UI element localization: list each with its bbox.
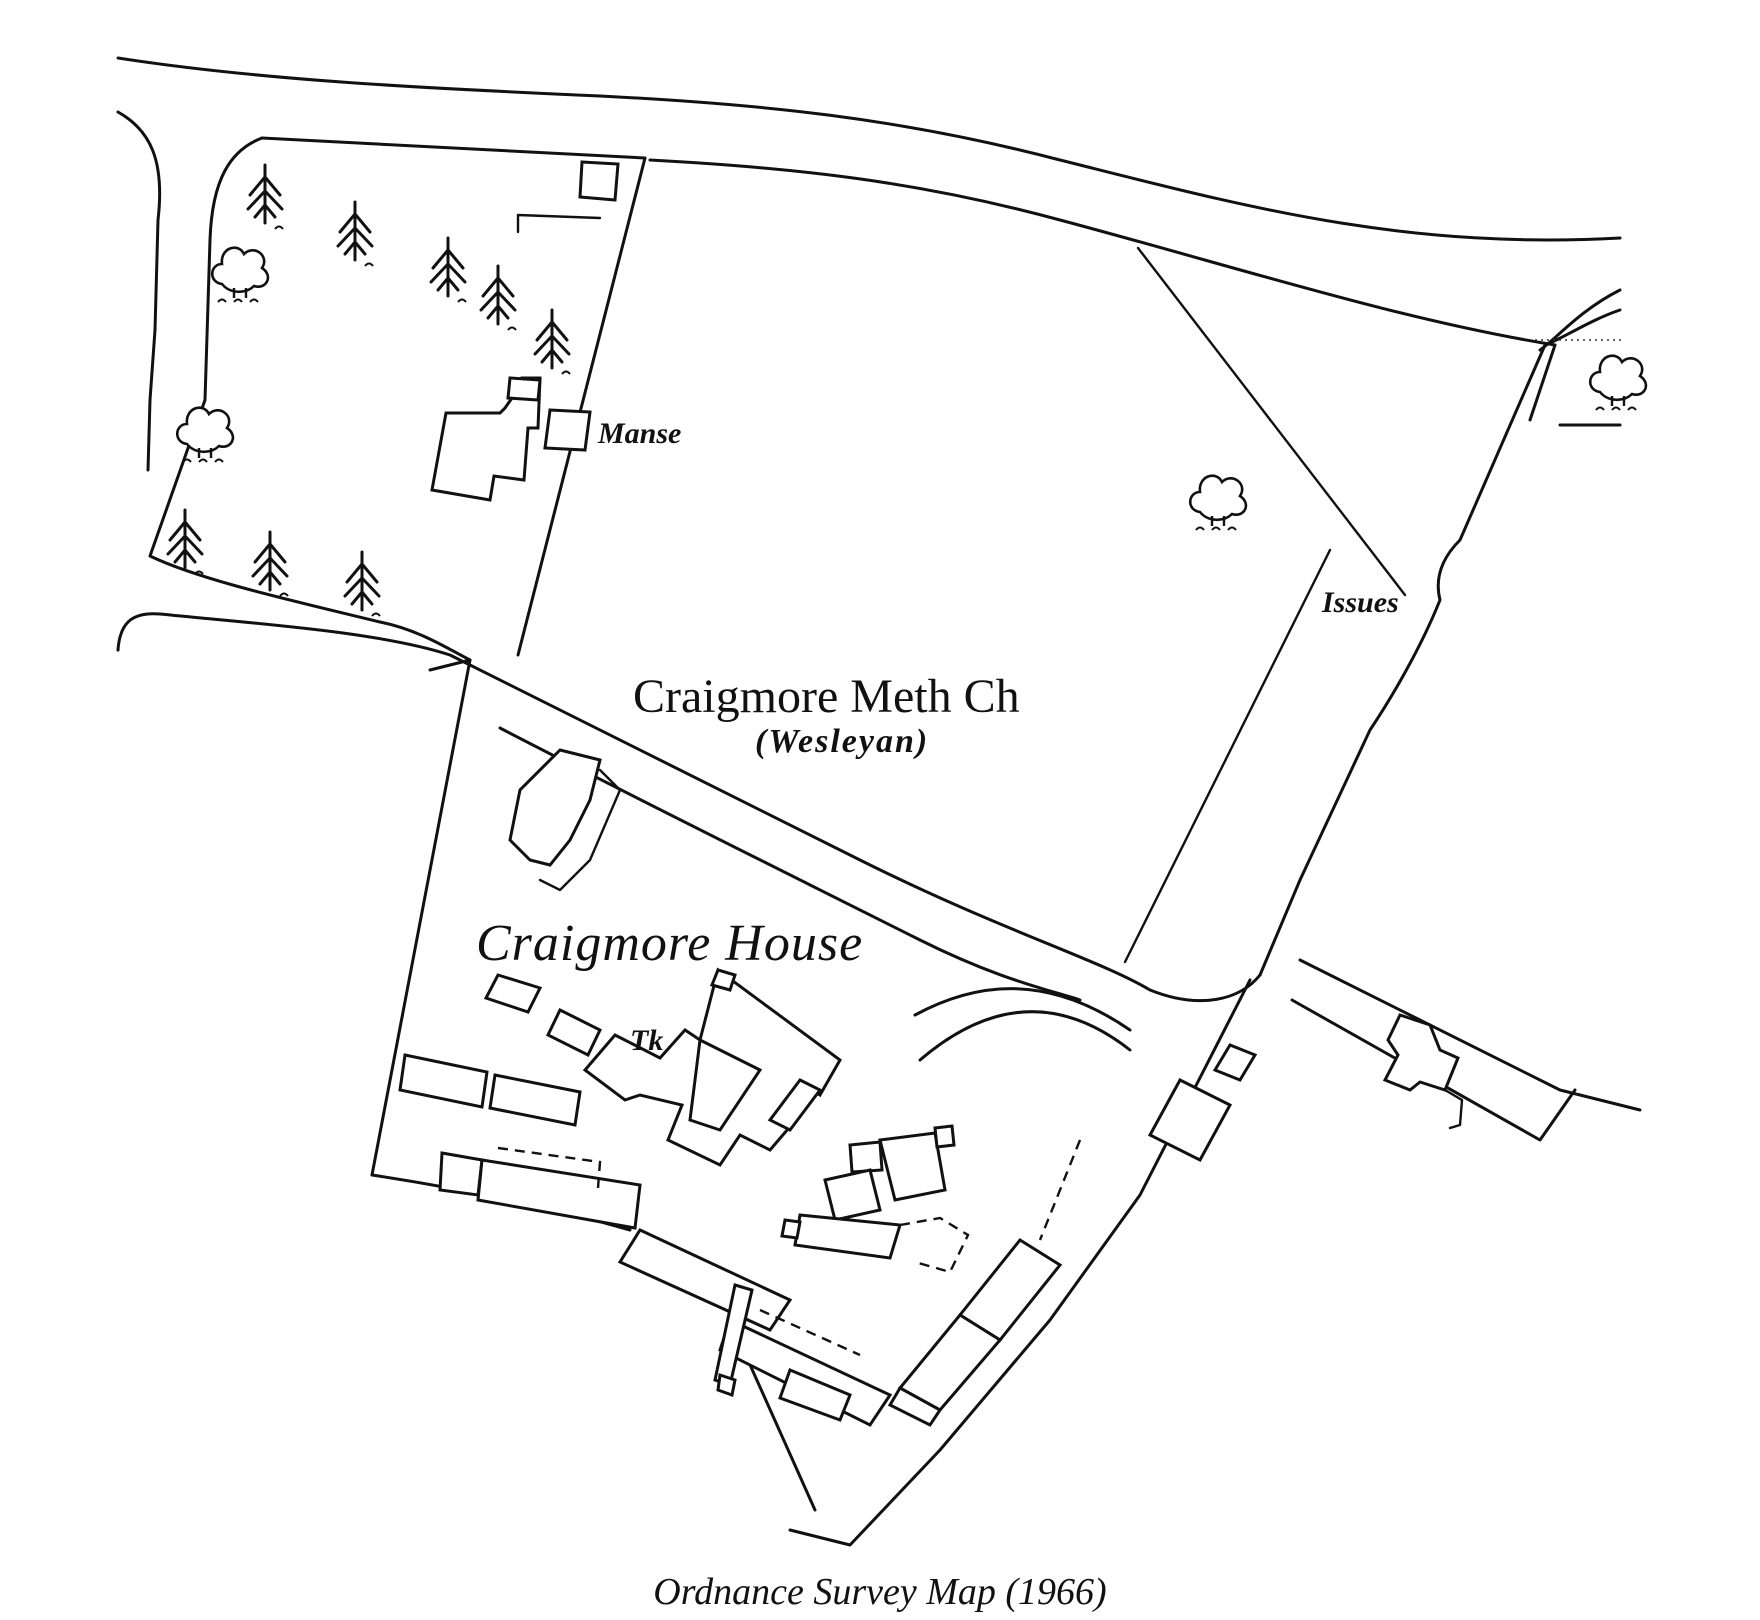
east-lane	[1258, 288, 1625, 977]
conifer-tree-icon	[251, 530, 290, 598]
church-field-lines	[1123, 246, 1407, 964]
manse-grounds-boundary	[148, 136, 647, 662]
deciduous-tree-icon	[210, 246, 270, 304]
church-label: Craigmore Meth Ch	[633, 670, 1020, 723]
deciduous-trees	[175, 246, 1648, 532]
manse-label: Manse	[597, 417, 681, 450]
house-label: Craigmore House	[476, 915, 863, 972]
manse-building	[430, 376, 542, 502]
deciduous-tree-icon	[1188, 474, 1248, 532]
deciduous-tree-icon	[1588, 354, 1648, 412]
shed-row	[398, 1053, 489, 1109]
conifer-tree-icon	[479, 264, 518, 332]
roadside-building	[508, 748, 602, 867]
conifer-tree-icon	[336, 200, 375, 268]
manse-outbuilding	[578, 160, 620, 202]
courtyard-building	[878, 1131, 947, 1202]
tank-label: Tk	[630, 1024, 663, 1057]
map-caption: Ordnance Survey Map (1966)	[653, 1571, 1106, 1613]
conifer-tree-icon	[246, 163, 285, 231]
issues-label: Issues	[1321, 586, 1399, 619]
top-road	[116, 56, 1622, 472]
conifer-tree-icon	[533, 308, 572, 376]
buildings	[398, 160, 1464, 1427]
denomination-label: (Wesleyan)	[755, 723, 929, 760]
conifer-tree-icon	[343, 550, 382, 618]
east-house	[1382, 1013, 1460, 1092]
map-labels: Manse Issues Craigmore Meth Ch (Wesleyan…	[476, 417, 1399, 1057]
conifer-tree-icon	[429, 236, 468, 304]
